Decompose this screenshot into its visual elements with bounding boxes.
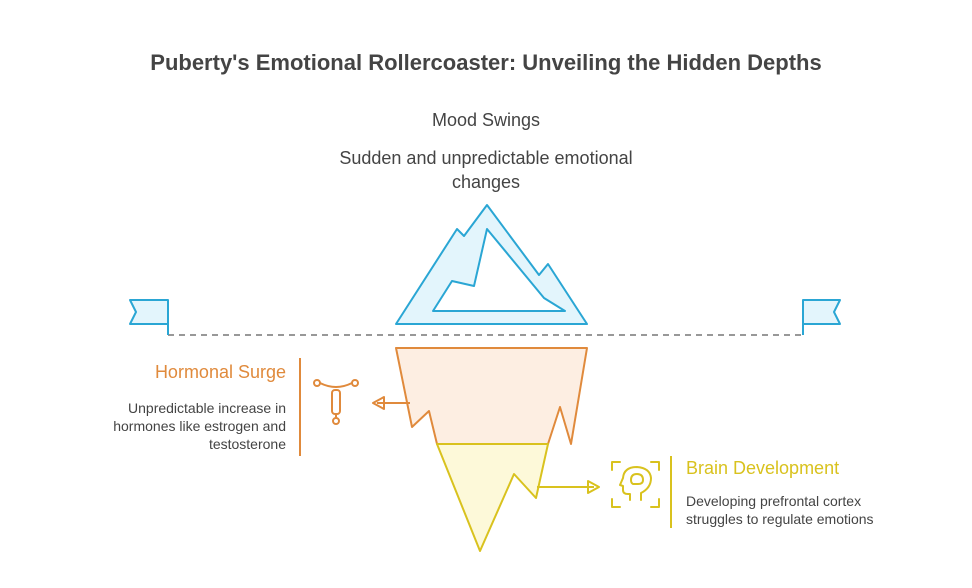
mood-swings-title: Mood Swings [431,110,541,130]
hormonal-surge-arrow [372,396,410,410]
brain-development-arrow [537,480,600,494]
hormonal-surge-layer [395,347,588,445]
head-brain-icon [611,461,660,508]
hormonal-surge-description: Unpredictable increase in hormones like … [113,400,286,452]
iud-icon [313,379,359,425]
brain-development-layer [436,443,549,552]
brain-development-title: Brain Development [686,458,840,478]
brain-development-description: Developing prefrontal cortex struggles t… [686,493,874,527]
right-flag-icon [802,299,841,335]
hormonal-surge-title: Hormonal Surge [154,362,286,382]
page-title: Puberty's Emotional Rollercoaster: Unvei… [150,50,822,75]
iceberg-tip-cutout [432,228,566,312]
left-flag-icon [129,299,169,335]
mood-swings-description: Sudden and unpredictable emotional chang… [339,148,633,192]
